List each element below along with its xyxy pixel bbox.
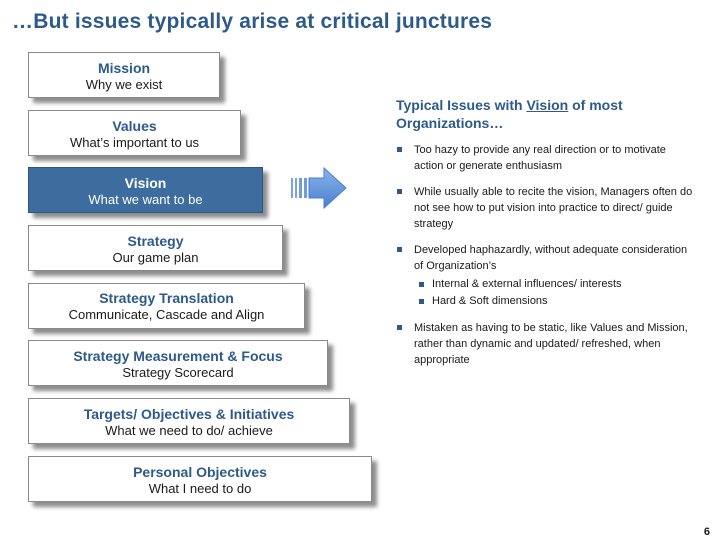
pyramid-box-head: Mission [97,60,151,76]
issue-text: Too hazy to provide any real direction o… [414,144,666,172]
pyramid-box-targets: Targets/ Objectives & Initiatives What w… [28,398,350,444]
pyramid-box-sub: Why we exist [85,77,163,92]
issues-panel: Typical Issues with Vision of most Organ… [396,96,696,378]
pyramid-box-head: Vision [124,175,167,191]
issue-item: Mistaken as having to be static, like Va… [396,320,696,368]
pyramid-box-sub: What I need to do [148,481,252,496]
pyramid-box-sub: Communicate, Cascade and Align [68,307,265,322]
right-arrow-icon [291,166,347,210]
pyramid-box-head: Targets/ Objectives & Initiatives [83,406,295,422]
pyramid-box-values: Values What’s important to us [28,110,241,156]
issue-item: Developed haphazardly, without adequate … [396,242,696,274]
square-bullet-icon [419,299,424,304]
pyramid-box-strategy-measurement: Strategy Measurement & Focus Strategy Sc… [28,340,328,386]
pyramid-box-head: Strategy [127,233,184,249]
issue-subitem-text: Internal & external influences/ interest… [432,278,622,290]
issue-subitem: Internal & external influences/ interest… [396,276,696,293]
issues-title-suffix: of most Organizations… [396,97,623,131]
issue-text: Mistaken as having to be static, like Va… [414,322,688,366]
pyramid-box-strategy-translation: Strategy Translation Communicate, Cascad… [28,283,305,329]
issues-title-emphasis: Vision [526,97,569,113]
pyramid-box-sub: What we want to be [88,192,203,207]
pyramid-box-sub: Strategy Scorecard [122,365,234,380]
pyramid-box-head: Values [112,118,157,134]
slide-title: …But issues typically arise at critical … [12,10,493,33]
pyramid-box-sub: What’s important to us [69,135,200,150]
issues-panel-title: Typical Issues with Vision of most Organ… [396,96,696,132]
pyramid-box-sub: Our game plan [112,250,199,265]
square-bullet-icon [397,147,402,152]
issue-item: Too hazy to provide any real direction o… [396,142,696,174]
issue-subitem-text: Hard & Soft dimensions [432,295,548,307]
square-bullet-icon [397,189,402,194]
pyramid-box-head: Personal Objectives [133,464,267,480]
issue-item: While usually able to recite the vision,… [396,184,696,232]
issue-text: While usually able to recite the vision,… [414,186,693,230]
pyramid-box-vision: Vision What we want to be [28,167,263,213]
pyramid-box-strategy: Strategy Our game plan [28,225,283,271]
issues-title-prefix: Typical Issues with [396,97,527,113]
issue-subitem: Hard & Soft dimensions [396,293,696,310]
pyramid-box-personal: Personal Objectives What I need to do [28,456,372,502]
square-bullet-icon [419,282,424,287]
issue-text: Developed haphazardly, without adequate … [414,244,688,272]
pyramid-box-sub: What we need to do/ achieve [105,423,273,438]
page-number: 6 [703,526,710,538]
pyramid-box-mission: Mission Why we exist [28,52,220,98]
square-bullet-icon [397,247,402,252]
pyramid-box-head: Strategy Translation [99,290,234,306]
square-bullet-icon [397,325,402,330]
pyramid-box-head: Strategy Measurement & Focus [73,348,283,364]
